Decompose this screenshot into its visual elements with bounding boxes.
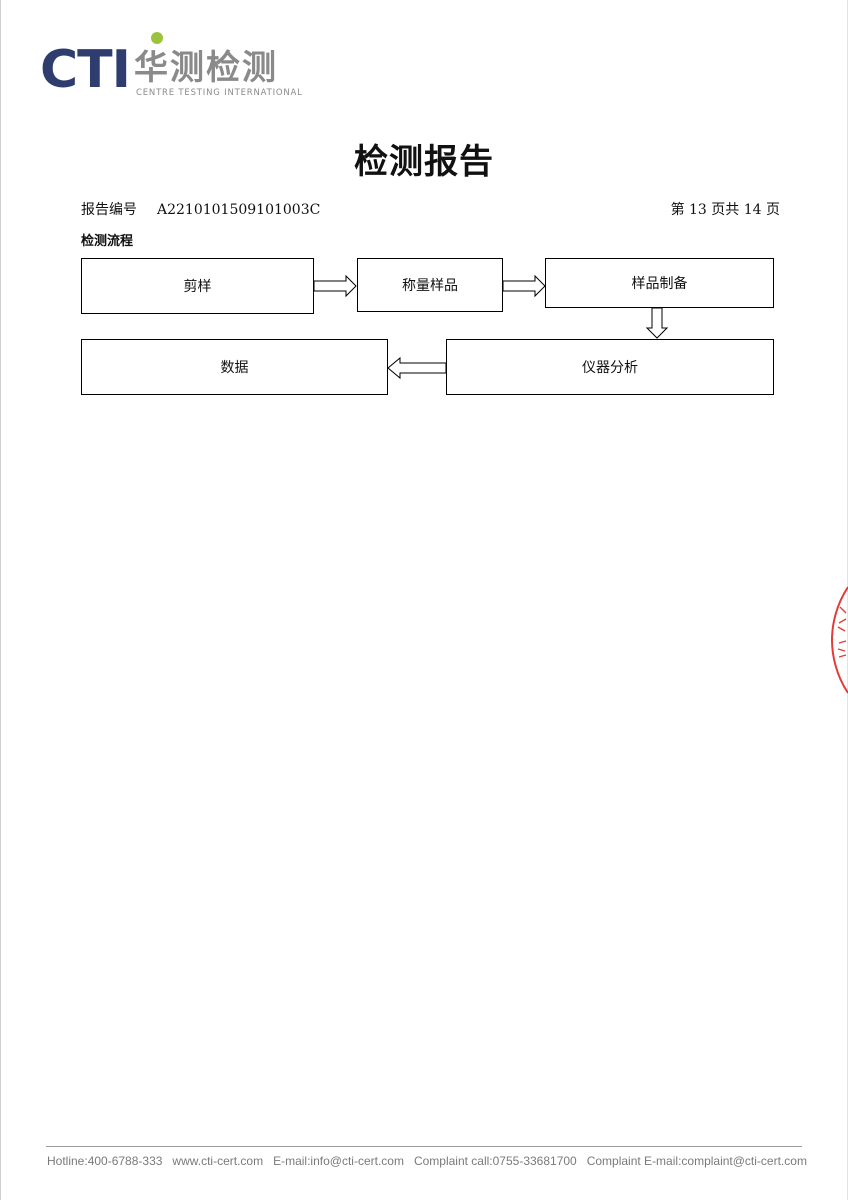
page-title: 检测报告 <box>354 142 494 182</box>
page-border <box>0 0 1 1200</box>
page-footer: Hotline:400-6788-333 www.cti-cert.com E-… <box>47 1154 807 1168</box>
flow-step-label: 仪器分析 <box>582 360 638 376</box>
flow-step-label: 样品制备 <box>631 276 688 292</box>
footer-complaint-email: Complaint E-mail:complaint@cti-cert.com <box>586 1154 807 1168</box>
footer-website: www.cti-cert.com <box>172 1154 264 1168</box>
right-arrow-icon <box>502 274 546 298</box>
footer-divider <box>46 1146 802 1147</box>
flow-step-box: 数据 <box>81 339 388 395</box>
report-number: A2210101509101003C <box>157 202 321 218</box>
right-arrow-icon <box>313 274 357 298</box>
flow-step-box: 剪样 <box>81 258 314 314</box>
footer-complaint-call: Complaint call:0755-33681700 <box>413 1154 577 1168</box>
flow-step-label: 称量样品 <box>402 278 458 294</box>
left-arrow-icon <box>387 356 447 380</box>
report-number-label: 报告编号 <box>81 202 137 218</box>
report-number-line: 报告编号 A2210101509101003C <box>81 199 320 219</box>
footer-hotline: Hotline:400-6788-333 <box>47 1154 163 1168</box>
logo-green-dot <box>151 32 163 44</box>
down-arrow-icon <box>645 307 669 339</box>
flow-step-box: 称量样品 <box>357 258 503 312</box>
flow-step-box: 样品制备 <box>545 258 774 308</box>
logo-english-text: CENTRE TESTING INTERNATIONAL <box>136 88 303 98</box>
flow-step-label: 剪样 <box>183 279 212 295</box>
logo-cti-text: CTI <box>40 40 131 100</box>
flow-step-box: 仪器分析 <box>446 339 774 395</box>
footer-email: E-mail:info@cti-cert.com <box>273 1154 404 1168</box>
company-logo: CTI 华测检测 CENTRE TESTING INTERNATIONAL <box>40 32 320 102</box>
section-label: 检测流程 <box>81 234 134 249</box>
company-seal-stamp <box>830 586 848 694</box>
logo-chinese-text: 华测检测 <box>134 48 278 88</box>
flow-step-label: 数据 <box>220 360 249 376</box>
page-info: 第 13 页共 14 页 <box>670 202 780 218</box>
